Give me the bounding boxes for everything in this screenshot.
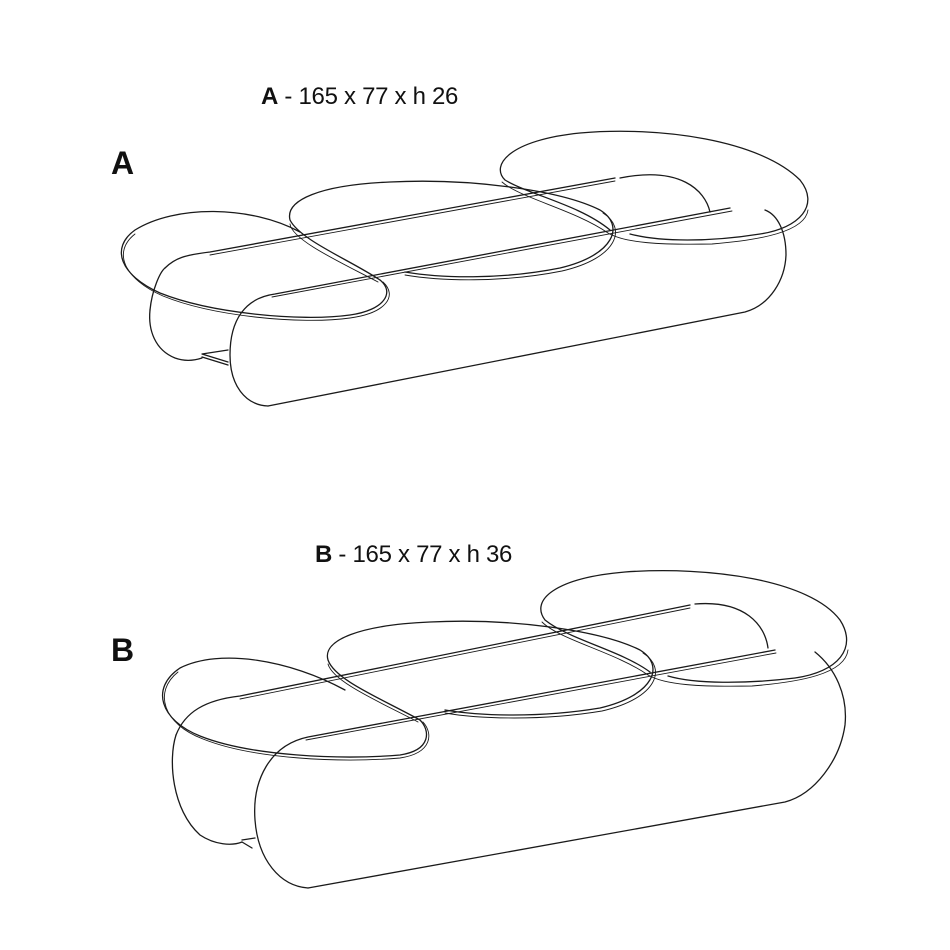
variant-a-label: A [111,145,135,181]
variant-a-caption: A - 165 x 77 x h 26 [261,85,458,109]
variant-b-dimensions: 165 x 77 x h 36 [352,541,513,568]
variant-b-label: B [111,632,135,668]
variant-a-code: A [261,83,279,110]
bench-b-drawing [162,570,849,889]
caption-separator: - [332,541,353,568]
variant-b-code: B [315,541,333,568]
caption-separator: - [278,83,299,110]
variant-b-caption: B - 165 x 77 x h 36 [315,543,512,567]
bench-a-drawing [120,130,809,407]
variant-a-dimensions: 165 x 77 x h 26 [298,83,459,110]
